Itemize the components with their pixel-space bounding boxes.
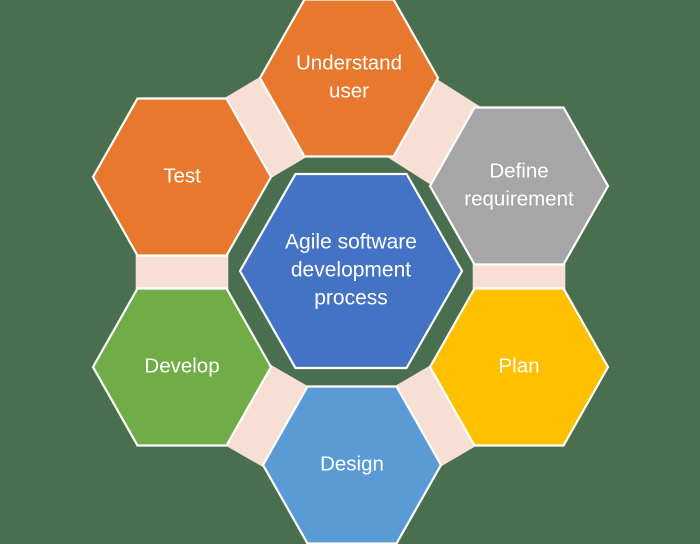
design-label: Design (320, 452, 384, 475)
node-design[interactable]: Design (261, 385, 443, 544)
plan-label: Plan (498, 354, 539, 377)
understand-user-hexagon[interactable] (258, 0, 440, 158)
test-hexagon[interactable] (91, 97, 273, 257)
define-requirement-label-line1: Define (489, 159, 548, 182)
node-plan[interactable]: Plan (428, 287, 610, 447)
node-understand-user[interactable]: Understand user (258, 0, 440, 158)
node-test[interactable]: Test (91, 97, 273, 257)
develop-label: Develop (144, 354, 219, 377)
plan-hexagon[interactable] (428, 287, 610, 447)
test-label: Test (163, 164, 201, 187)
center-label-line2: development (291, 259, 411, 282)
center-label-line3: process (314, 287, 388, 310)
node-develop[interactable]: Develop (91, 287, 273, 447)
node-center-agile-process[interactable]: Agile software development process (238, 172, 464, 370)
center-hexagon[interactable] (238, 172, 464, 370)
define-requirement-label-line2: requirement (464, 187, 574, 210)
define-requirement-hexagon[interactable] (428, 106, 610, 266)
understand-user-label-line2: user (329, 79, 369, 102)
develop-hexagon[interactable] (91, 287, 273, 447)
node-define-requirement[interactable]: Define requirement (428, 106, 610, 266)
center-label-line1: Agile software (285, 231, 417, 254)
understand-user-label-line1: Understand (296, 51, 402, 74)
